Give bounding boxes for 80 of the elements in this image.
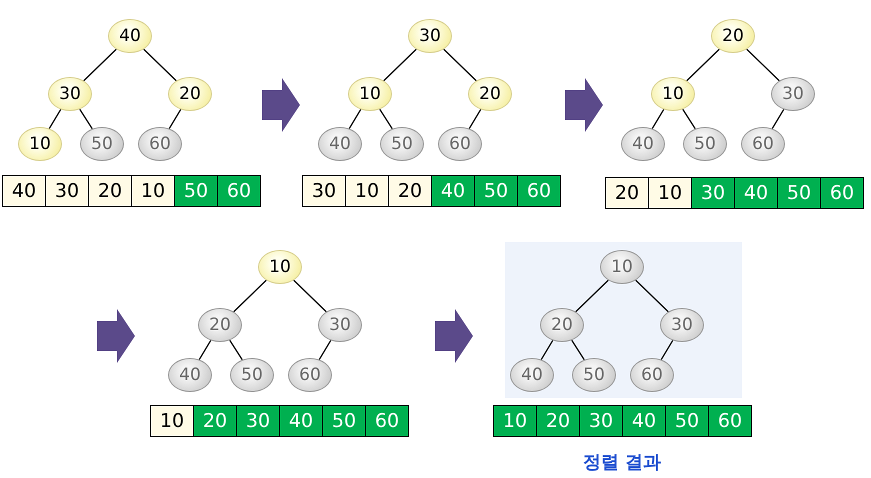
heap-node: 40	[621, 127, 665, 161]
array-cell: 40	[279, 405, 323, 437]
array-cell: 50	[777, 177, 821, 209]
heap-node: 20	[168, 77, 212, 111]
array-cell: 20	[536, 405, 580, 437]
heap-node: 60	[741, 127, 785, 161]
tree-edge	[540, 340, 554, 360]
result-caption: 정렬 결과	[582, 451, 662, 474]
tree-edge	[682, 108, 696, 130]
array-cell: 60	[820, 177, 864, 209]
array-cell: 50	[474, 175, 518, 207]
array-cell: 60	[708, 405, 752, 437]
array-cell: 40	[622, 405, 666, 437]
array-cell: 10	[150, 405, 194, 437]
array-cell: 30	[691, 177, 735, 209]
heap-node: 30	[408, 19, 452, 53]
array-cell: 10	[345, 175, 389, 207]
tree-edge	[652, 109, 664, 129]
array-cell: 30	[302, 175, 346, 207]
array-cell: 60	[517, 175, 561, 207]
array-cell: 30	[579, 405, 623, 437]
array-cell: 20	[605, 177, 649, 209]
heap-node: 30	[318, 308, 362, 342]
tree-edge	[660, 340, 674, 360]
tree-edge	[79, 108, 93, 130]
tree-edge	[443, 48, 477, 82]
tree-edge	[468, 109, 482, 129]
array-cell: 50	[665, 405, 709, 437]
heap-node: 20	[198, 308, 242, 342]
heap-node: 10	[348, 77, 392, 111]
heap-node: 20	[711, 19, 755, 53]
tree-edge	[746, 48, 780, 82]
array-cell: 10	[131, 175, 175, 207]
heap-node: 50	[380, 127, 424, 161]
heap-node: 30	[771, 77, 815, 111]
tree-edge	[143, 48, 177, 82]
heap-node: 50	[230, 358, 274, 392]
tree-edge	[198, 340, 212, 360]
tree-edge	[318, 340, 332, 360]
tree-edge	[348, 109, 362, 129]
tree-edge	[168, 109, 182, 129]
heap-node: 50	[683, 127, 727, 161]
tree-edge	[229, 340, 243, 360]
array-cell: 20	[193, 405, 237, 437]
tree-edge	[635, 280, 669, 312]
heap-node: 60	[288, 358, 332, 392]
tree-edge	[772, 109, 784, 129]
tree-edge	[686, 48, 720, 82]
array-cell: 30	[236, 405, 280, 437]
array-cell: 60	[365, 405, 409, 437]
heap-node: 60	[138, 127, 182, 161]
heap-node: 30	[48, 77, 92, 111]
heap-node: 40	[318, 127, 362, 161]
heap-node: 10	[258, 250, 302, 284]
tree-edge	[571, 340, 585, 360]
array-cell: 10	[493, 405, 537, 437]
heap-node: 20	[468, 77, 512, 111]
array-cell: 50	[174, 175, 218, 207]
array-cell: 30	[45, 175, 89, 207]
heap-node: 10	[651, 77, 695, 111]
heap-node: 40	[108, 19, 152, 53]
tree-edge	[379, 108, 393, 130]
heap-node: 60	[438, 127, 482, 161]
heap-node: 40	[168, 358, 212, 392]
tree-edge	[293, 280, 327, 312]
array-cell: 60	[217, 175, 261, 207]
array-cell: 20	[88, 175, 132, 207]
array-cell: 10	[648, 177, 692, 209]
tree-edge	[83, 48, 117, 82]
array-cell: 50	[322, 405, 366, 437]
array-cell: 40	[431, 175, 475, 207]
tree-edge	[575, 280, 609, 312]
heap-node: 50	[80, 127, 124, 161]
tree-edge	[48, 109, 62, 129]
tree-edge	[233, 280, 267, 312]
array-cell: 20	[388, 175, 432, 207]
tree-edge	[383, 48, 417, 82]
array-cell: 40	[734, 177, 778, 209]
array-cell: 40	[2, 175, 46, 207]
heap-node: 10	[18, 127, 62, 161]
